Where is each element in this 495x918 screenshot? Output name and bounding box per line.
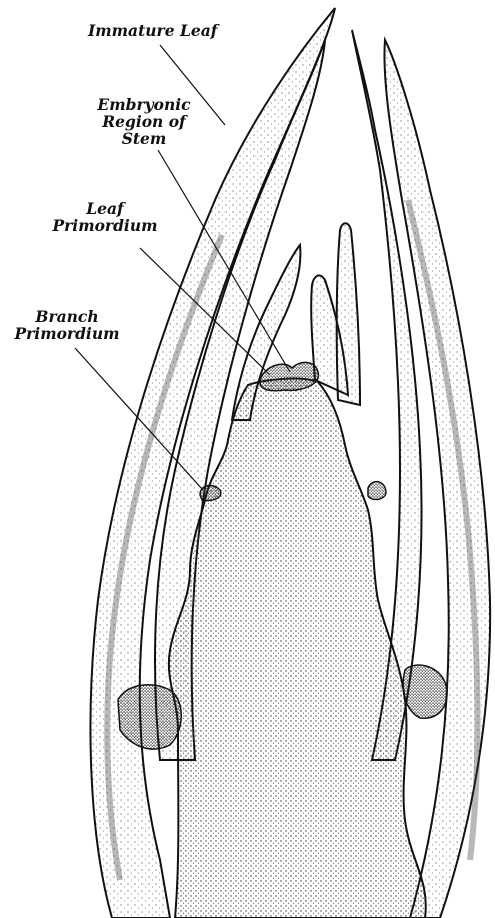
branch-primordium-left	[200, 485, 221, 500]
label-embryonic-line3: Stem	[94, 130, 194, 147]
label-branch-primordium-line1: Branch	[4, 308, 130, 325]
lower-bud-right	[403, 665, 447, 718]
embryonic-apex	[260, 362, 319, 390]
label-branch-primordium-line2: Primordium	[4, 325, 130, 342]
label-embryonic-region: Embryonic Region of Stem	[94, 96, 194, 147]
label-leaf-primordium-line2: Primordium	[42, 217, 168, 234]
label-leaf-primordium: Leaf Primordium	[42, 200, 168, 234]
lower-bud-left	[118, 685, 181, 749]
label-embryonic-line2: Region of	[94, 113, 194, 130]
label-embryonic-line1: Embryonic	[94, 96, 194, 113]
label-leaf-primordium-line1: Leaf	[42, 200, 168, 217]
branch-primordium-right	[368, 482, 386, 500]
label-branch-primordium: Branch Primordium	[4, 308, 130, 342]
label-immature-leaf: Immature Leaf	[88, 22, 217, 39]
